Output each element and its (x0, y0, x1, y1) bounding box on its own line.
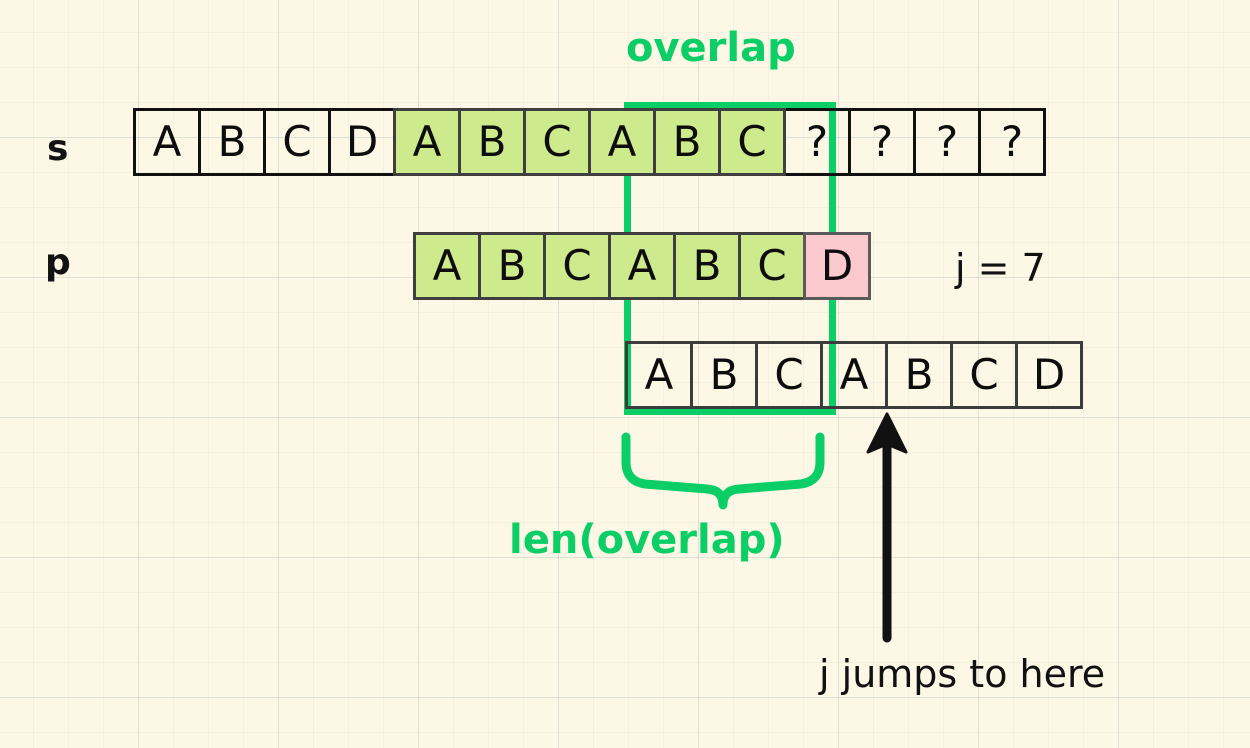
index-j-label: j = 7 (955, 246, 1046, 290)
len-overlap-label: len(overlap) (509, 517, 785, 563)
tape-cell: A (820, 341, 888, 409)
len-overlap-brace (621, 432, 825, 510)
row-label-s: s (47, 128, 69, 169)
tape-cell: B (198, 108, 266, 176)
tape-cell: D (328, 108, 396, 176)
tape-cell: A (413, 232, 481, 300)
tape-cell: C (523, 108, 591, 176)
tape-cell: ? (848, 108, 916, 176)
tape-cell: ? (783, 108, 851, 176)
tape-cell: A (625, 341, 693, 409)
tape-cell: C (738, 232, 806, 300)
tape-cell: C (718, 108, 786, 176)
tape-cell: C (543, 232, 611, 300)
overlap-title-label: overlap (626, 25, 796, 71)
row-label-p: p (45, 242, 71, 283)
jump-target-label: j jumps to here (819, 652, 1106, 696)
tape-cell: B (690, 341, 758, 409)
tape-cell: A (393, 108, 461, 176)
tape-cell: C (950, 341, 1018, 409)
tape-cell: D (1015, 341, 1083, 409)
tape-cell: ? (978, 108, 1046, 176)
tape-cell: B (458, 108, 526, 176)
tape-cell: A (588, 108, 656, 176)
tape-cell: A (608, 232, 676, 300)
tape-cell: B (885, 341, 953, 409)
tape-cell: A (133, 108, 201, 176)
tape-cell: C (755, 341, 823, 409)
jump-arrow-head (866, 412, 908, 454)
tape-cell: C (263, 108, 331, 176)
tape-cell: B (673, 232, 741, 300)
tape-cell: ? (913, 108, 981, 176)
tape-cell: D (803, 232, 871, 300)
tape-cell: B (653, 108, 721, 176)
tape-cell: B (478, 232, 546, 300)
